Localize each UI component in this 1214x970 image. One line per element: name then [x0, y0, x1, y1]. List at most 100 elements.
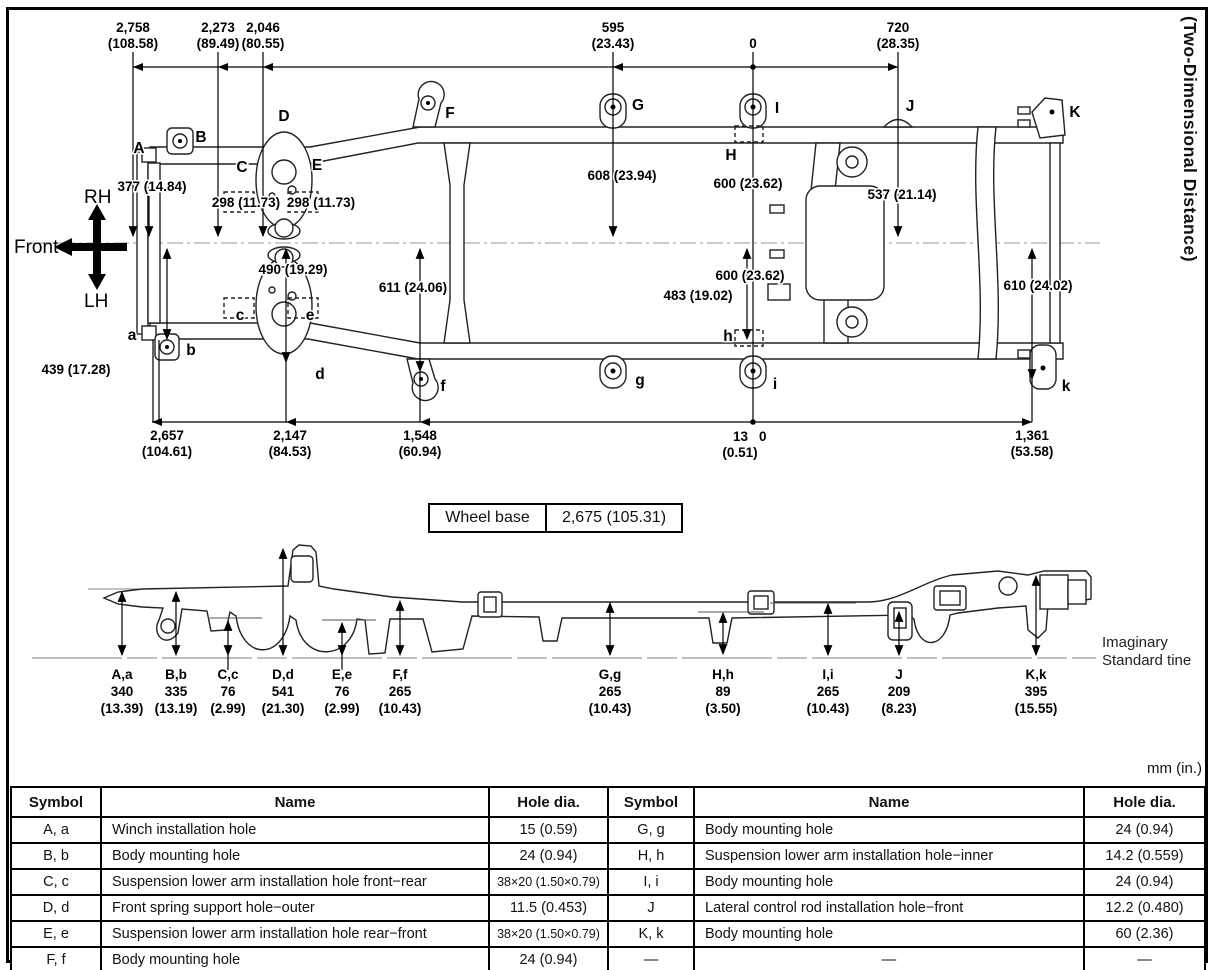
- mount-F: [412, 80, 445, 128]
- sv-Gg-sym: G,g: [599, 667, 622, 682]
- cell-holedia: 14.2 (0.559): [1083, 842, 1206, 870]
- dim-537: 537 (21.14): [867, 187, 936, 202]
- frame-side-view: [32, 544, 1096, 659]
- cell-name: Suspension lower arm installation hole r…: [100, 920, 490, 948]
- cell-symbol: C, c: [10, 868, 102, 896]
- top-view-labels: 2,758 (108.58) 2,273 (89.49) 2,046 (80.5…: [40, 19, 1083, 462]
- ground-line-label-1: Imaginary: [1102, 634, 1168, 651]
- col-holedia-left: Hole dia.: [488, 786, 609, 818]
- dim-2046-in: (80.55): [242, 36, 285, 51]
- dim-2657-mm: 2,657: [150, 428, 184, 443]
- label-D: D: [278, 108, 289, 125]
- cell-holedia: 11.5 (0.453): [488, 894, 609, 922]
- sv-Hh-mm: 89: [715, 684, 730, 699]
- cell-symbol: B, b: [10, 842, 102, 870]
- sv-Kk-mm: 395: [1025, 684, 1048, 699]
- cell-name: Front spring support hole−outer: [100, 894, 490, 922]
- label-g: g: [635, 372, 644, 389]
- cell-symbol: I, i: [607, 868, 695, 896]
- sv-Ff-in: (10.43): [379, 701, 422, 716]
- sv-Aa-in: (13.39): [101, 701, 144, 716]
- dim-2046-mm: 2,046: [246, 20, 280, 35]
- sv-Kk-sym: K,k: [1025, 667, 1047, 682]
- sv-Ii-in: (10.43): [807, 701, 850, 716]
- mount-b: [154, 333, 180, 361]
- label-c: c: [236, 307, 245, 324]
- mount-K: [1017, 97, 1066, 139]
- sv-Ff-sym: F,f: [393, 667, 409, 682]
- sv-Cc-sym: C,c: [217, 667, 239, 682]
- mount-k: [1017, 344, 1057, 390]
- sv-Cc-in: (2.99): [210, 701, 245, 716]
- label-G: G: [632, 97, 644, 114]
- dim-600-upper: 600 (23.62): [713, 176, 782, 191]
- sv-Gg-in: (10.43): [589, 701, 632, 716]
- dim-2273-in: (89.49): [197, 36, 240, 51]
- cell-name: Body mounting hole: [100, 946, 490, 970]
- dim-0-top: 0: [749, 36, 757, 51]
- label-E: E: [312, 157, 322, 174]
- col-symbol-left: Symbol: [10, 786, 102, 818]
- dim-2657-in: (104.61): [142, 444, 192, 459]
- cell-name: Winch installation hole: [100, 816, 490, 844]
- wheel-base-box: Wheel base 2,675 (105.31): [428, 503, 683, 533]
- cell-symbol: H, h: [607, 842, 695, 870]
- mount-A: [141, 147, 157, 163]
- sv-Hh-sym: H,h: [712, 667, 734, 682]
- dim-13-mm: 13: [733, 429, 749, 444]
- lh-label: LH: [84, 291, 108, 312]
- sv-Kk-in: (15.55): [1015, 701, 1058, 716]
- rh-label: RH: [84, 187, 111, 208]
- sv-J-sym: J: [895, 667, 903, 682]
- cell-symbol: A, a: [10, 816, 102, 844]
- sv-Dd-mm: 541: [272, 684, 295, 699]
- dim-2147-in: (84.53): [269, 444, 312, 459]
- sv-Ee-mm: 76: [334, 684, 350, 699]
- cell-symbol: J: [607, 894, 695, 922]
- label-I: I: [775, 100, 779, 117]
- cell-name: Suspension lower arm installation hole−i…: [693, 842, 1085, 870]
- cell-name: Body mounting hole: [693, 920, 1085, 948]
- dim-595-mm: 595: [602, 20, 625, 35]
- orientation-symbol: Front RH LH: [14, 187, 127, 312]
- cell-holedia: 38×20 (1.50×0.79): [488, 868, 609, 896]
- label-b: b: [186, 342, 195, 359]
- cell-name: —: [693, 946, 1085, 970]
- sv-Ii-mm: 265: [817, 684, 840, 699]
- sv-Bb-sym: B,b: [165, 667, 187, 682]
- cell-name: Body mounting hole: [100, 842, 490, 870]
- sv-Ii-sym: I,i: [822, 667, 833, 682]
- label-F: F: [445, 105, 454, 122]
- hole-E: [287, 191, 319, 213]
- sv-Dd-in: (21.30): [262, 701, 305, 716]
- cell-symbol: F, f: [10, 946, 102, 970]
- cell-holedia: 24 (0.94): [488, 946, 609, 970]
- units-note: mm (in.): [1147, 760, 1202, 777]
- table-row: E, e Suspension lower arm installation h…: [10, 920, 1206, 948]
- hole-H: [734, 125, 764, 143]
- dim-720-in: (28.35): [877, 36, 920, 51]
- cell-symbol: G, g: [607, 816, 695, 844]
- dim-439: 439 (17.28): [41, 362, 110, 377]
- cell-holedia: —: [1083, 946, 1206, 970]
- cell-symbol: —: [607, 946, 695, 970]
- dim-377: 377 (14.84): [117, 179, 186, 194]
- sv-Ff-mm: 265: [389, 684, 412, 699]
- sv-Aa-mm: 340: [111, 684, 134, 699]
- dim-2758-mm: 2,758: [116, 20, 150, 35]
- table-row: D, d Front spring support hole−outer 11.…: [10, 894, 1206, 922]
- cell-symbol: E, e: [10, 920, 102, 948]
- col-symbol-right: Symbol: [607, 786, 695, 818]
- col-holedia-right: Hole dia.: [1083, 786, 1206, 818]
- cell-holedia: 24 (0.94): [1083, 816, 1206, 844]
- mount-a: [141, 325, 157, 341]
- dim-0-bottom: 0: [759, 429, 767, 444]
- mount-g: [599, 355, 627, 389]
- sv-J-in: (8.23): [881, 701, 916, 716]
- cell-name: Body mounting hole: [693, 868, 1085, 896]
- dim-13-in: (0.51): [722, 445, 757, 460]
- dim-611: 611 (24.06): [379, 280, 447, 295]
- sv-Dd-sym: D,d: [272, 667, 294, 682]
- dim-610: 610 (24.02): [1003, 278, 1072, 293]
- mount-f: [406, 358, 439, 402]
